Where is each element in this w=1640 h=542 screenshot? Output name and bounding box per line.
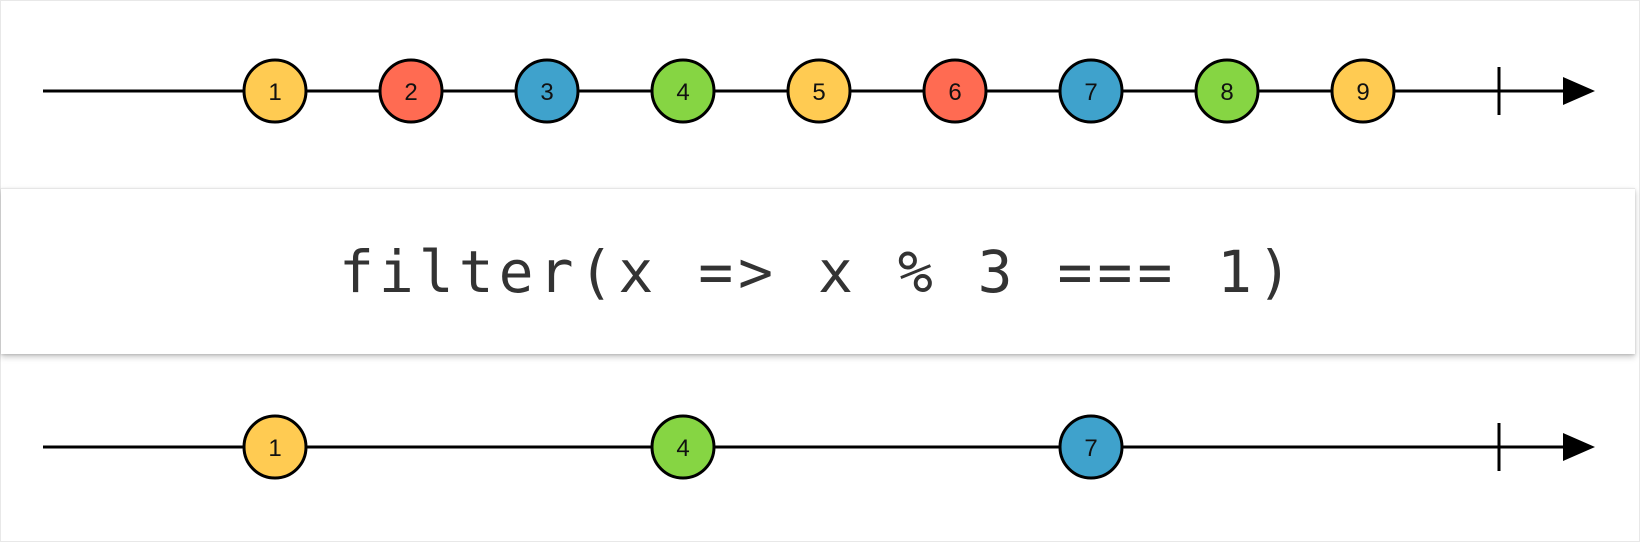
- input-marble-3: 3: [514, 58, 580, 124]
- output-marble-7-label: 7: [1084, 435, 1097, 462]
- output-marble-4: 4: [650, 414, 716, 480]
- output-marble-1: 1: [242, 414, 308, 480]
- input-marble-7-label: 7: [1084, 79, 1097, 106]
- input-marble-8-label: 8: [1220, 79, 1233, 106]
- input-marble-9: 9: [1330, 58, 1396, 124]
- input-marble-3-label: 3: [540, 79, 553, 106]
- input-marble-6: 6: [922, 58, 988, 124]
- input-timeline-svg: 1 2 3 4 5 6 7: [43, 58, 1595, 124]
- input-marble-6-label: 6: [948, 79, 961, 106]
- input-marble-4: 4: [650, 58, 716, 124]
- input-marble-4-label: 4: [676, 79, 689, 106]
- output-marble-7: 7: [1058, 414, 1124, 480]
- input-marble-2: 2: [378, 58, 444, 124]
- output-timeline: 1 4 7: [1, 357, 1640, 537]
- output-arrowhead: [1563, 433, 1595, 461]
- input-marble-5: 5: [786, 58, 852, 124]
- input-marble-1: 1: [242, 58, 308, 124]
- output-marble-4-label: 4: [676, 435, 689, 462]
- input-marble-5-label: 5: [812, 79, 825, 106]
- input-marble-7: 7: [1058, 58, 1124, 124]
- input-marble-2-label: 2: [404, 79, 417, 106]
- output-marble-1-label: 1: [268, 435, 281, 462]
- input-marble-8: 8: [1194, 58, 1260, 124]
- operator-box: filter(x => x % 3 === 1): [1, 188, 1635, 354]
- operator-label: filter(x => x % 3 === 1): [338, 237, 1298, 306]
- output-timeline-svg: 1 4 7: [43, 414, 1595, 480]
- input-arrowhead: [1563, 77, 1595, 105]
- input-timeline: 1 2 3 4 5 6 7: [1, 1, 1640, 181]
- input-marble-9-label: 9: [1356, 79, 1369, 106]
- input-marble-1-label: 1: [268, 79, 281, 106]
